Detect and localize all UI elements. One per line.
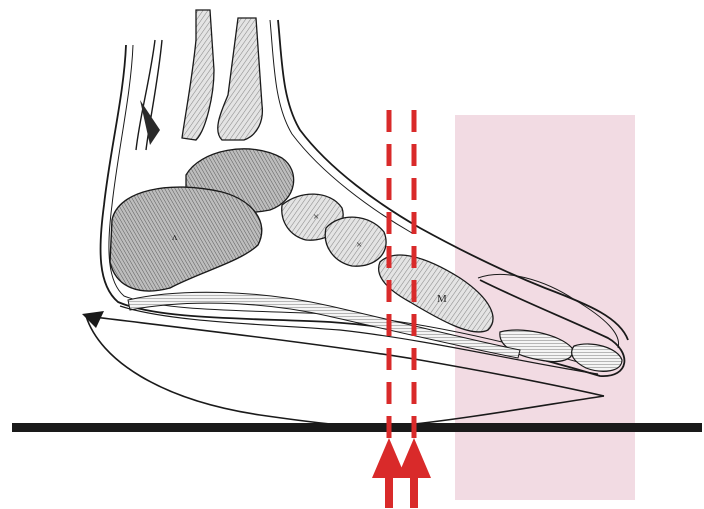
svg-text:×: × xyxy=(313,211,319,223)
calcaneus-bone xyxy=(110,187,262,291)
tibia-bone xyxy=(218,18,263,140)
svg-text:×: × xyxy=(356,239,362,251)
calcaneus-mark: ʌ xyxy=(172,231,178,243)
fibula-bone xyxy=(182,10,214,140)
up-arrow-icon xyxy=(397,438,431,508)
ground-line xyxy=(12,423,702,432)
metatarsal-label: M xyxy=(437,293,447,305)
curved-arrow-icon xyxy=(82,311,104,328)
